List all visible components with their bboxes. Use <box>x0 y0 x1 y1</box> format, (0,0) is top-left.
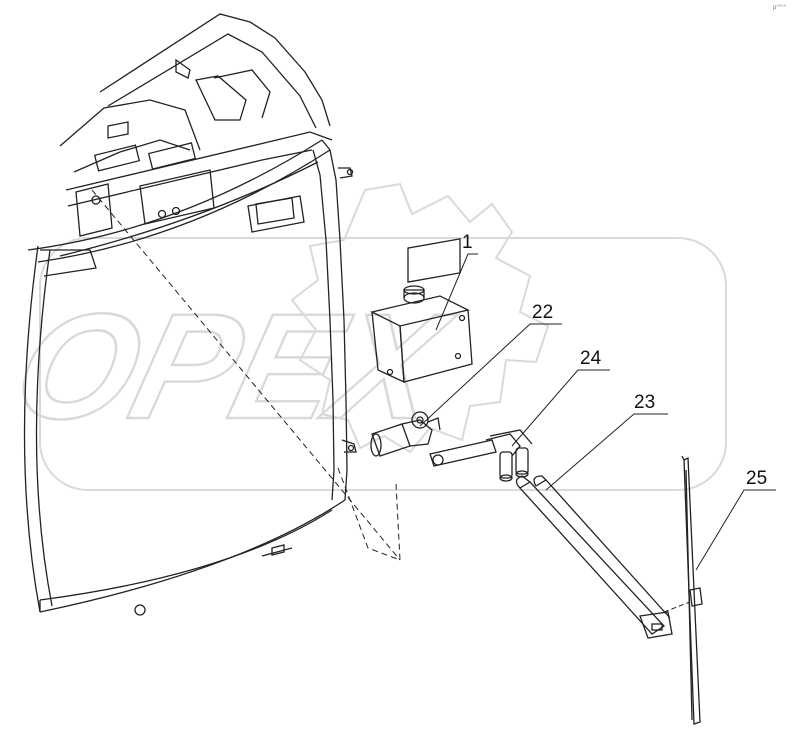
corner-mark: p°°°° <box>773 5 787 11</box>
callout-label-23: 23 <box>634 392 655 413</box>
callout-label-1: 1 <box>462 232 473 253</box>
wiper-linkage <box>429 429 533 482</box>
callouts: 1 22 24 23 25 <box>419 232 776 571</box>
cab-body <box>23 13 401 616</box>
callout-label-25: 25 <box>746 468 767 489</box>
callout-label-22: 22 <box>532 302 553 323</box>
leader-25 <box>695 489 776 571</box>
leader-22 <box>419 323 562 427</box>
washer-reservoir <box>370 238 473 384</box>
wiper-motor <box>370 411 441 457</box>
leader-23 <box>545 413 668 491</box>
wiper-arm <box>515 475 691 639</box>
watermark: OPEX <box>0 182 727 491</box>
leader-24 <box>511 369 610 447</box>
leader-1 <box>435 253 478 331</box>
wiper-blade <box>681 455 703 725</box>
watermark-logo-text: OPEX <box>0 283 466 450</box>
watermark-frame <box>39 237 727 491</box>
callout-label-24: 24 <box>580 348 602 369</box>
watermark-gear <box>290 182 550 454</box>
